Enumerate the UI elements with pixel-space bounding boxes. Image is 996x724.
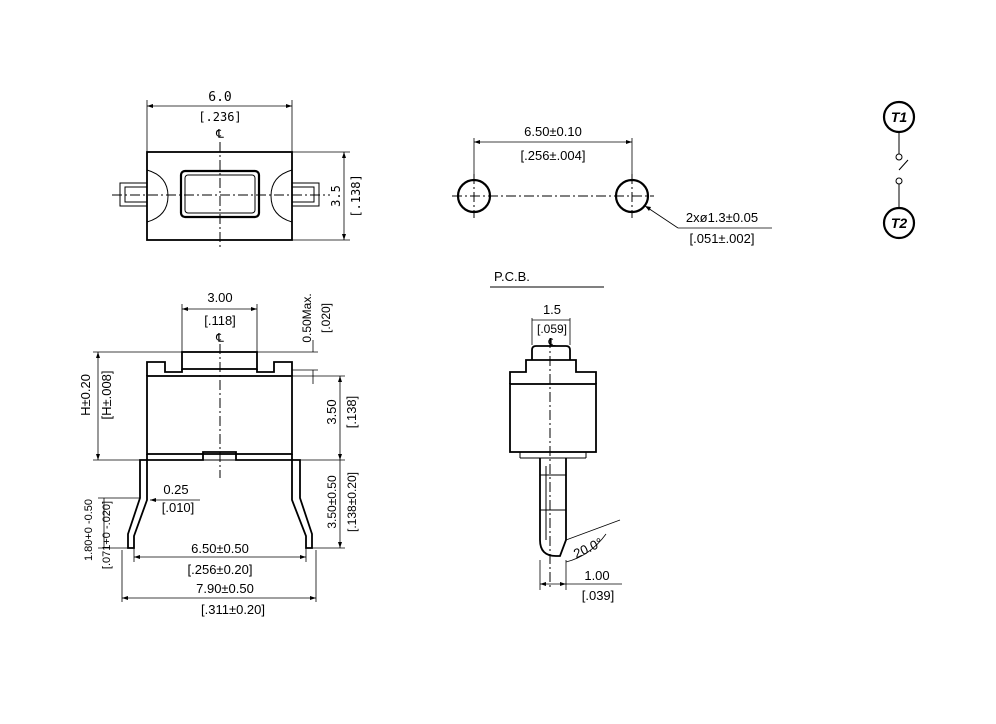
foot-height-in-label: [.071+0 -.020] xyxy=(101,501,113,569)
angle-label: 20.0° xyxy=(571,535,605,561)
overall-width-in-label: [.311±0.20] xyxy=(201,602,265,617)
switch-body-side xyxy=(509,383,597,453)
side-foot-mm-label: 1.00 xyxy=(584,568,609,583)
lead-thickness-in-label: [.010] xyxy=(162,500,195,515)
side-width-mm-label: 1.5 xyxy=(543,302,561,317)
terminal-t2-label: T2 xyxy=(891,215,908,231)
front-view: 3.00 [.118] ℄ 0.50Max. [.020] 3.50 [.138… xyxy=(78,290,359,617)
left-lead xyxy=(127,459,148,549)
pcb-hole-layout: 6.50±0.10 [.256±.004] 2xø1.3±0.05 [.051±… xyxy=(452,124,772,246)
body-height-in-label: [.138] xyxy=(344,396,359,429)
side-width-in-label: [.059] xyxy=(537,322,567,336)
switch-schematic: T1 T2 xyxy=(882,100,916,240)
height-in-label: [.138] xyxy=(349,174,363,217)
lead-thickness-mm-label: 0.25 xyxy=(163,482,188,497)
side-foot-in-label: [.039] xyxy=(582,588,615,603)
actuator-width-mm-label: 3.00 xyxy=(207,290,232,305)
overall-height-mm-label: H±0.20 xyxy=(78,374,93,416)
height-mm-label: 3.5 xyxy=(329,185,343,207)
lead-length-mm-label: 3.50±0.50 xyxy=(325,475,339,529)
offset-in-label: [.020] xyxy=(319,303,333,333)
centerline-symbol: ℄ xyxy=(215,127,224,141)
lead-pitch-mm-label: 6.50±0.50 xyxy=(191,541,249,556)
side-view: P.C.B. 1.5 [.059] ℄ 20.0° 1.0 xyxy=(490,269,622,603)
right-lead xyxy=(291,459,313,549)
overall-width-mm-label: 7.90±0.50 xyxy=(196,581,254,596)
switch-contact xyxy=(898,159,909,171)
lead-pitch-in-label: [.256±0.20] xyxy=(188,562,253,577)
width-mm-label: 6.0 xyxy=(208,90,231,105)
offset-mm-label: 0.50Max. xyxy=(300,293,314,342)
body-height-mm-label: 3.50 xyxy=(324,399,339,424)
foot-height-mm-label: 1.80+0 -0.50 xyxy=(83,499,95,561)
hole-pitch-mm-label: 6.50±0.10 xyxy=(524,124,582,139)
hole-dia-mm-label: 2xø1.3±0.05 xyxy=(686,210,758,225)
front-centerline-symbol: ℄ xyxy=(215,331,224,345)
hole-pitch-in-label: [.256±.004] xyxy=(521,148,586,163)
overall-height-in-label: [H±.008] xyxy=(99,370,114,419)
terminal-t1-label: T1 xyxy=(891,109,908,125)
top-view: 6.0 [.236] ℄ 3.5 [.138] xyxy=(112,90,363,250)
side-centerline-symbol: ℄ xyxy=(547,337,555,349)
terminal-t2-circle xyxy=(882,206,916,240)
lead-length-in-label: [.138±0.20] xyxy=(345,472,359,532)
lead-side xyxy=(539,458,567,557)
actuator-side xyxy=(531,345,571,360)
width-in-label: [.236] xyxy=(198,110,241,124)
angle-arc xyxy=(565,533,607,563)
hole-dia-in-label: [.051±.002] xyxy=(690,231,755,246)
actuator-width-in-label: [.118] xyxy=(204,313,236,328)
pcb-label: P.C.B. xyxy=(494,269,530,284)
